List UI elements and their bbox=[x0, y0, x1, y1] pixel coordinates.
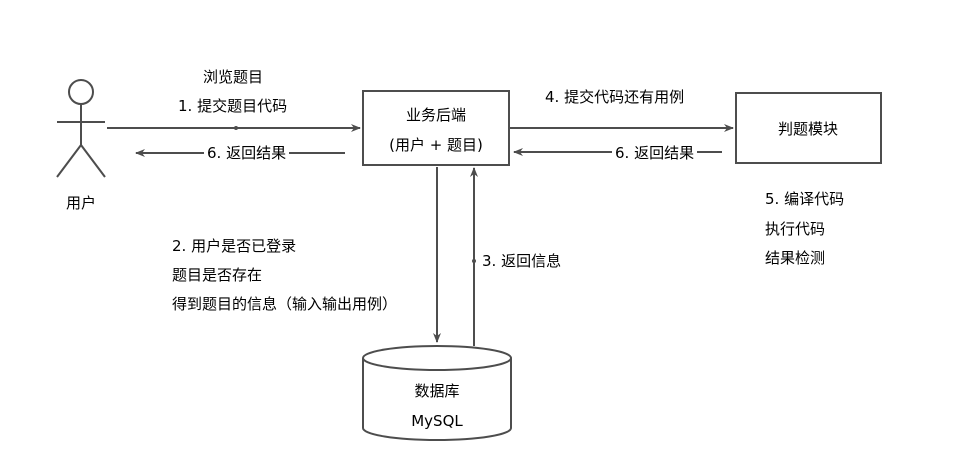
backend-box bbox=[362, 90, 510, 166]
backend-title: 业务后端 bbox=[405, 106, 467, 124]
judge-box bbox=[735, 92, 882, 164]
query-step-1: 2. 用户是否已登录 bbox=[172, 237, 297, 255]
database-title: 数据库 bbox=[414, 382, 460, 400]
arrow-submit-dot bbox=[234, 126, 238, 130]
judge-step-2: 执行代码 bbox=[765, 220, 826, 238]
arrow-return-info-dot bbox=[472, 259, 476, 263]
user-actor-icon bbox=[56, 79, 106, 178]
return-info-label: 3. 返回信息 bbox=[482, 252, 562, 270]
return-user-label: 6. 返回结果 bbox=[204, 143, 290, 163]
submit-code-label: 4. 提交代码还有用例 bbox=[545, 88, 685, 106]
judge-step-3: 结果检测 bbox=[765, 249, 826, 267]
return-judge-label: 6. 返回结果 bbox=[612, 143, 698, 163]
judge-step-1: 5. 编译代码 bbox=[765, 190, 845, 208]
browse-label: 浏览题目 bbox=[203, 68, 264, 86]
submit-label: 1. 提交题目代码 bbox=[178, 97, 288, 115]
query-step-3: 得到题目的信息（输入输出用例） bbox=[172, 295, 398, 313]
database-cylinder bbox=[362, 345, 512, 441]
database-subtitle: MySQL bbox=[411, 412, 463, 430]
backend-subtitle: (用户 + 题目) bbox=[389, 136, 483, 154]
judge-label: 判题模块 bbox=[777, 120, 839, 138]
user-label: 用户 bbox=[65, 194, 97, 212]
query-step-2: 题目是否存在 bbox=[172, 266, 263, 284]
